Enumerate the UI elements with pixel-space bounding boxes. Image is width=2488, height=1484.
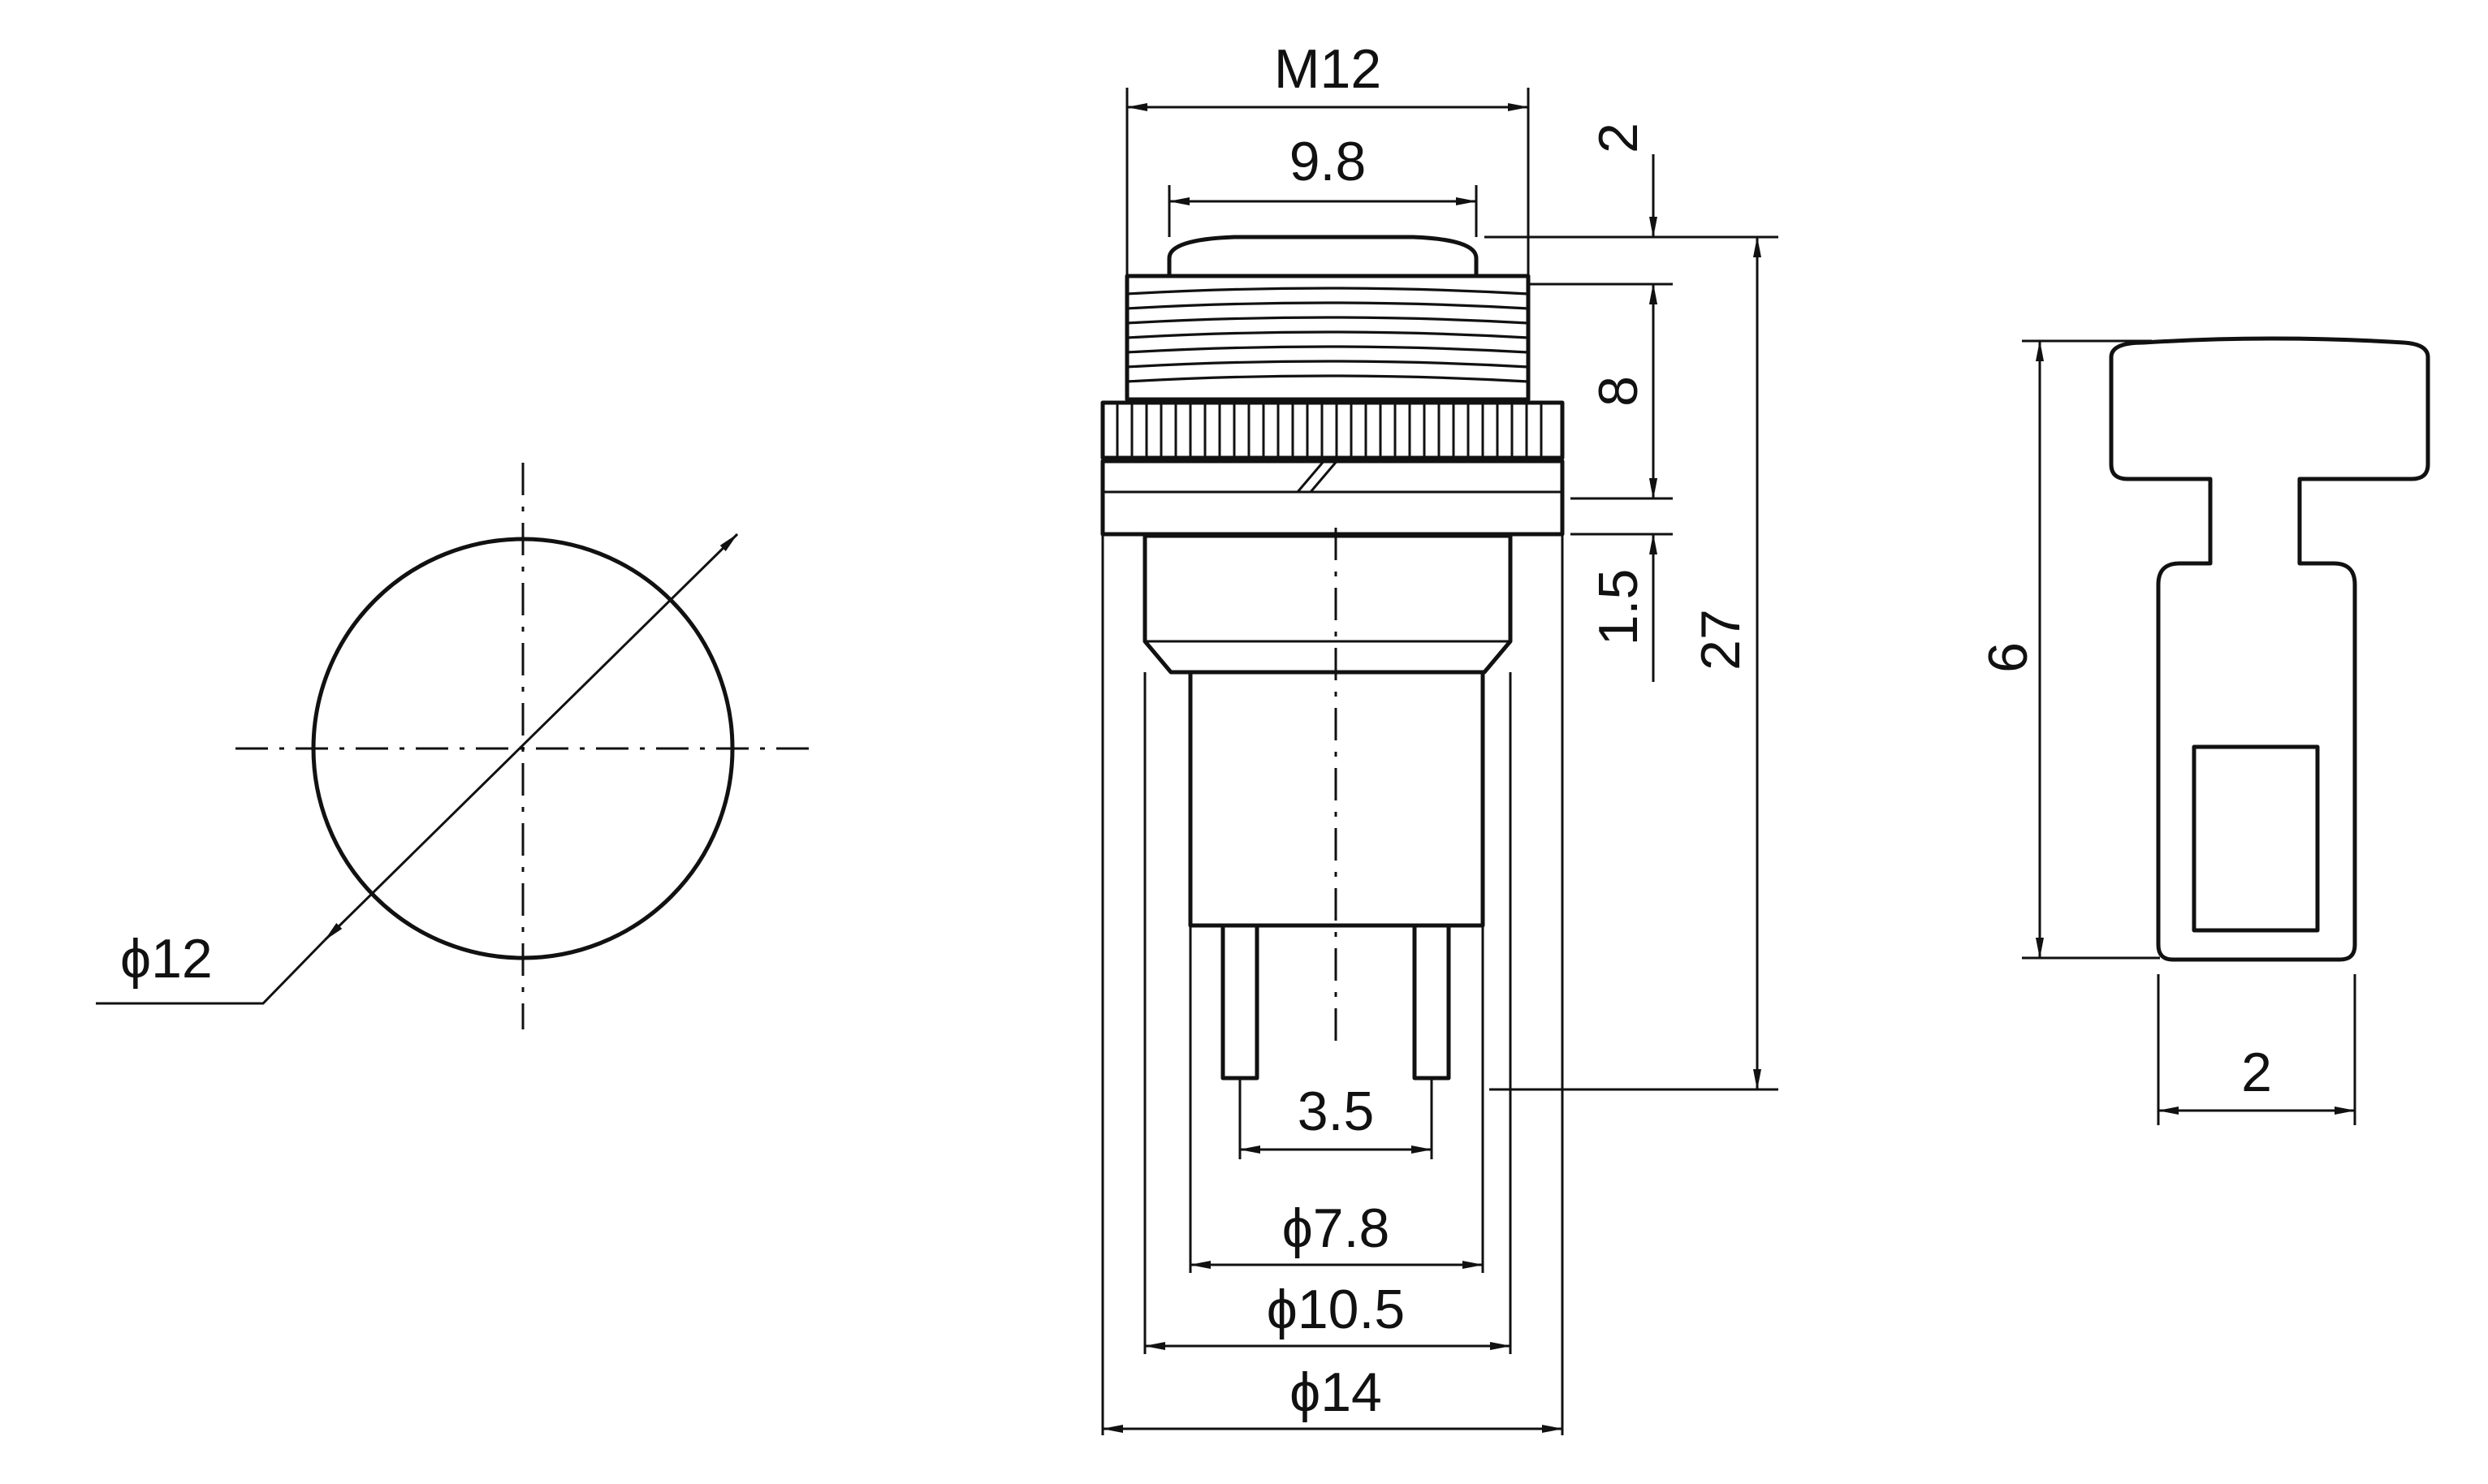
label-1-5: 1.5 <box>1587 569 1649 646</box>
label-m12: M12 <box>1274 38 1381 100</box>
front-view: ϕ12 <box>96 463 812 1029</box>
label-9-8: 9.8 <box>1289 131 1367 192</box>
label-8: 8 <box>1587 376 1649 407</box>
label-10-5: ϕ10.5 <box>1267 1279 1405 1340</box>
threaded-section <box>1125 274 1531 402</box>
flange-washer <box>1100 459 1565 537</box>
left-pin <box>1220 923 1259 1081</box>
label-6: 6 <box>1977 642 2039 673</box>
right-pin <box>1412 923 1451 1081</box>
label-3-5: 3.5 <box>1298 1081 1375 1142</box>
label-27: 27 <box>1690 609 1752 671</box>
knurled-nut <box>1100 400 1565 460</box>
terminal-view: 6 2 <box>1977 336 2430 1125</box>
front-diameter-line <box>323 533 739 942</box>
button-cap <box>1167 235 1479 278</box>
terminal-hole <box>2192 744 2320 933</box>
knurl-lines <box>1116 404 1543 458</box>
washer-split-b <box>1309 459 1340 493</box>
label-14: ϕ14 <box>1289 1361 1382 1423</box>
washer-split-a <box>1296 459 1327 493</box>
upper-body <box>1142 533 1513 675</box>
front-leader-line <box>96 938 326 1005</box>
label-2-top: 2 <box>1587 123 1649 153</box>
label-2-terminal: 2 <box>2241 1042 2272 1103</box>
thread-lines <box>1126 287 1529 383</box>
side-view: M12 9.8 2 8 1.5 27 3.5 ϕ7.8 ϕ10.5 ϕ14 <box>1100 38 1778 1435</box>
label-7-8: ϕ7.8 <box>1282 1197 1390 1259</box>
front-diameter-label: ϕ12 <box>120 928 213 990</box>
terminal-outline <box>2109 336 2430 962</box>
